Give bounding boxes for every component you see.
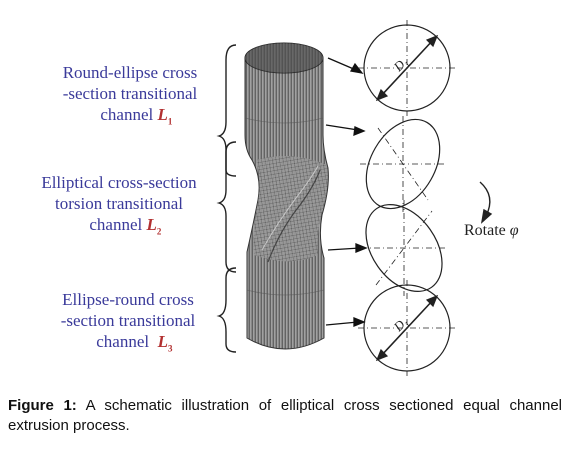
- label-channel-line: channel L1: [30, 104, 230, 132]
- brace-l1: [216, 44, 237, 177]
- diameter-subscript: 1: [403, 320, 412, 329]
- label-round-ellipse-channel: Round-ellipse cross -section transitiona…: [30, 62, 230, 132]
- label-line: Ellipse-round cross: [62, 290, 194, 309]
- symbol-subscript: 3: [168, 343, 173, 354]
- symbol-subscript: 1: [167, 116, 173, 127]
- channel-word: channel: [100, 105, 154, 124]
- symbol-subscript: 2: [156, 226, 162, 237]
- channel-symbol: L3: [157, 332, 173, 354]
- diameter-subscript: 1: [403, 60, 412, 69]
- section-circle-top: [358, 20, 456, 116]
- label-elliptical-torsion-channel: Elliptical cross-section torsion transit…: [14, 172, 224, 242]
- channel-word: channel: [96, 332, 150, 351]
- label-line: -section transitional: [62, 84, 198, 103]
- label-line: Elliptical cross-section: [41, 173, 197, 192]
- section-ellipse-lower: [361, 200, 447, 296]
- rotate-label: Rotate φ: [464, 222, 519, 240]
- label-ellipse-round-channel: Ellipse-round cross -section transitiona…: [28, 289, 228, 359]
- schematic-drawing: D1 D1: [216, 20, 493, 376]
- section-circle-bottom: [358, 280, 456, 376]
- label-line: torsion transitional: [55, 194, 183, 213]
- billet-body: [244, 42, 329, 350]
- channel-symbol: L1: [157, 105, 173, 127]
- rotate-text: Rotate: [464, 222, 506, 239]
- diameter-label-top: D1: [390, 54, 412, 76]
- channel-word: channel: [89, 215, 143, 234]
- figure-caption: Figure 1: A schematic illustration of el…: [8, 396, 562, 436]
- brace-l3: [216, 267, 237, 353]
- rotate-angle-symbol: φ: [509, 222, 519, 239]
- channel-symbol: L2: [146, 215, 162, 237]
- symbol-letter: L: [157, 332, 168, 351]
- symbol-letter: L: [146, 215, 157, 234]
- label-channel-line: channel L3: [28, 331, 228, 359]
- label-line: Round-ellipse cross: [62, 63, 198, 82]
- label-line: -section transitional: [60, 311, 196, 330]
- symbol-letter: L: [157, 105, 168, 124]
- brace-l2: [216, 141, 237, 273]
- pointer-arrows: [325, 57, 368, 327]
- diameter-label-bottom: D1: [390, 314, 412, 336]
- caption-text: A schematic illustration of elliptical c…: [8, 397, 563, 434]
- caption-label: Figure 1:: [8, 397, 77, 414]
- rotate-arrow-icon: [479, 181, 493, 224]
- label-channel-line: channel L2: [14, 214, 224, 242]
- section-ellipse-upper: [360, 116, 446, 212]
